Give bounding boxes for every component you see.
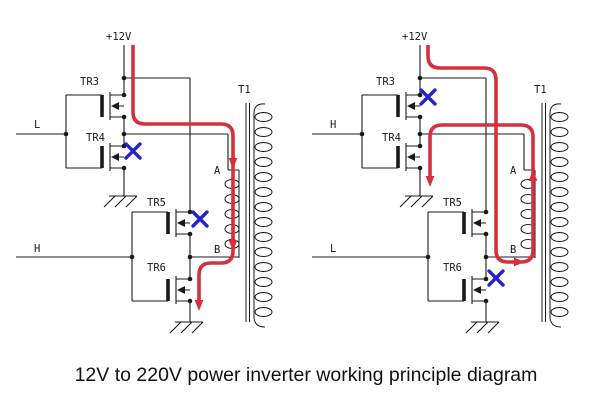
transformer-core	[541, 103, 546, 322]
ground-symbol	[399, 195, 434, 208]
flow-arrow-down-b	[228, 240, 238, 251]
supply-label: +12V	[402, 31, 428, 43]
secondary-winding	[549, 103, 569, 328]
transformer-t1	[224, 103, 273, 328]
tr3-mosfet	[396, 92, 420, 120]
tap-b-label: B	[510, 244, 516, 256]
transformer-label: T1	[534, 84, 547, 96]
tr4-mosfet	[396, 143, 420, 171]
ground-symbol	[465, 321, 500, 334]
blocked-x-tr6	[487, 269, 505, 287]
left-wiring	[16, 45, 239, 322]
tr3-mosfet	[100, 92, 124, 120]
tr5-body-arrow-icon	[473, 219, 481, 227]
left-circuit: +12V TR3 TR4 TR5 TR6 T1 A B L H	[16, 31, 273, 334]
tr6-body-arrow-icon	[473, 286, 481, 294]
tr6-mosfet	[462, 276, 486, 304]
secondary-winding	[253, 103, 273, 328]
input-bottom-label: L	[330, 243, 336, 255]
flow-arrow-to-ground	[425, 176, 435, 187]
input-top-label: H	[330, 119, 336, 131]
current-path-left	[131, 45, 235, 302]
current-path-right-supply	[426, 45, 514, 264]
tr5-label: TR5	[443, 197, 462, 209]
right-circuit: +12V TR3 TR4 TR5 TR6 T1 A B H L	[312, 31, 569, 334]
supply-label: +12V	[106, 31, 132, 43]
right-wiring	[312, 45, 535, 322]
transformer-core	[245, 103, 250, 322]
junction-dots	[63, 75, 193, 304]
tr6-mosfet	[166, 276, 190, 304]
tr5-mosfet	[462, 209, 486, 237]
primary-winding	[520, 170, 536, 258]
tr4-mosfet	[100, 143, 124, 171]
tap-b-label: B	[214, 244, 220, 256]
tr3-body-arrow-icon	[407, 102, 415, 110]
input-bottom-label: H	[34, 243, 40, 255]
ground-symbol	[103, 195, 138, 208]
tr6-body-arrow-icon	[177, 286, 185, 294]
flow-arrow-up-a	[528, 170, 538, 181]
flow-arrow-to-ground	[194, 300, 204, 311]
tap-a-label: A	[510, 165, 517, 177]
input-top-label: L	[34, 119, 40, 131]
blocked-x-tr3	[419, 88, 437, 106]
tr4-body-arrow-icon	[111, 153, 119, 161]
transformer-t1	[520, 103, 569, 328]
tr6-label: TR6	[147, 262, 166, 274]
tr6-label: TR6	[443, 262, 462, 274]
tr3-body-arrow-icon	[111, 102, 119, 110]
tr5-mosfet	[166, 209, 190, 237]
flow-arrow-down-a	[228, 158, 238, 169]
tr4-body-arrow-icon	[407, 153, 415, 161]
tap-a-label: A	[214, 165, 221, 177]
tr5-body-arrow-icon	[177, 219, 185, 227]
tr3-label: TR3	[80, 76, 99, 88]
blocked-x-tr4	[124, 142, 142, 160]
diagram-caption: 12V to 220V power inverter working princ…	[75, 364, 538, 386]
tr5-label: TR5	[147, 197, 166, 209]
blocked-x-tr5	[191, 210, 209, 228]
flow-arrow-into-b	[514, 257, 525, 267]
tr4-label: TR4	[86, 132, 105, 144]
tr4-label: TR4	[382, 132, 401, 144]
junction-dots	[359, 75, 489, 304]
current-path-right-return	[428, 123, 535, 264]
ground-symbol	[169, 321, 204, 334]
transformer-label: T1	[238, 84, 251, 96]
tr3-label: TR3	[376, 76, 395, 88]
